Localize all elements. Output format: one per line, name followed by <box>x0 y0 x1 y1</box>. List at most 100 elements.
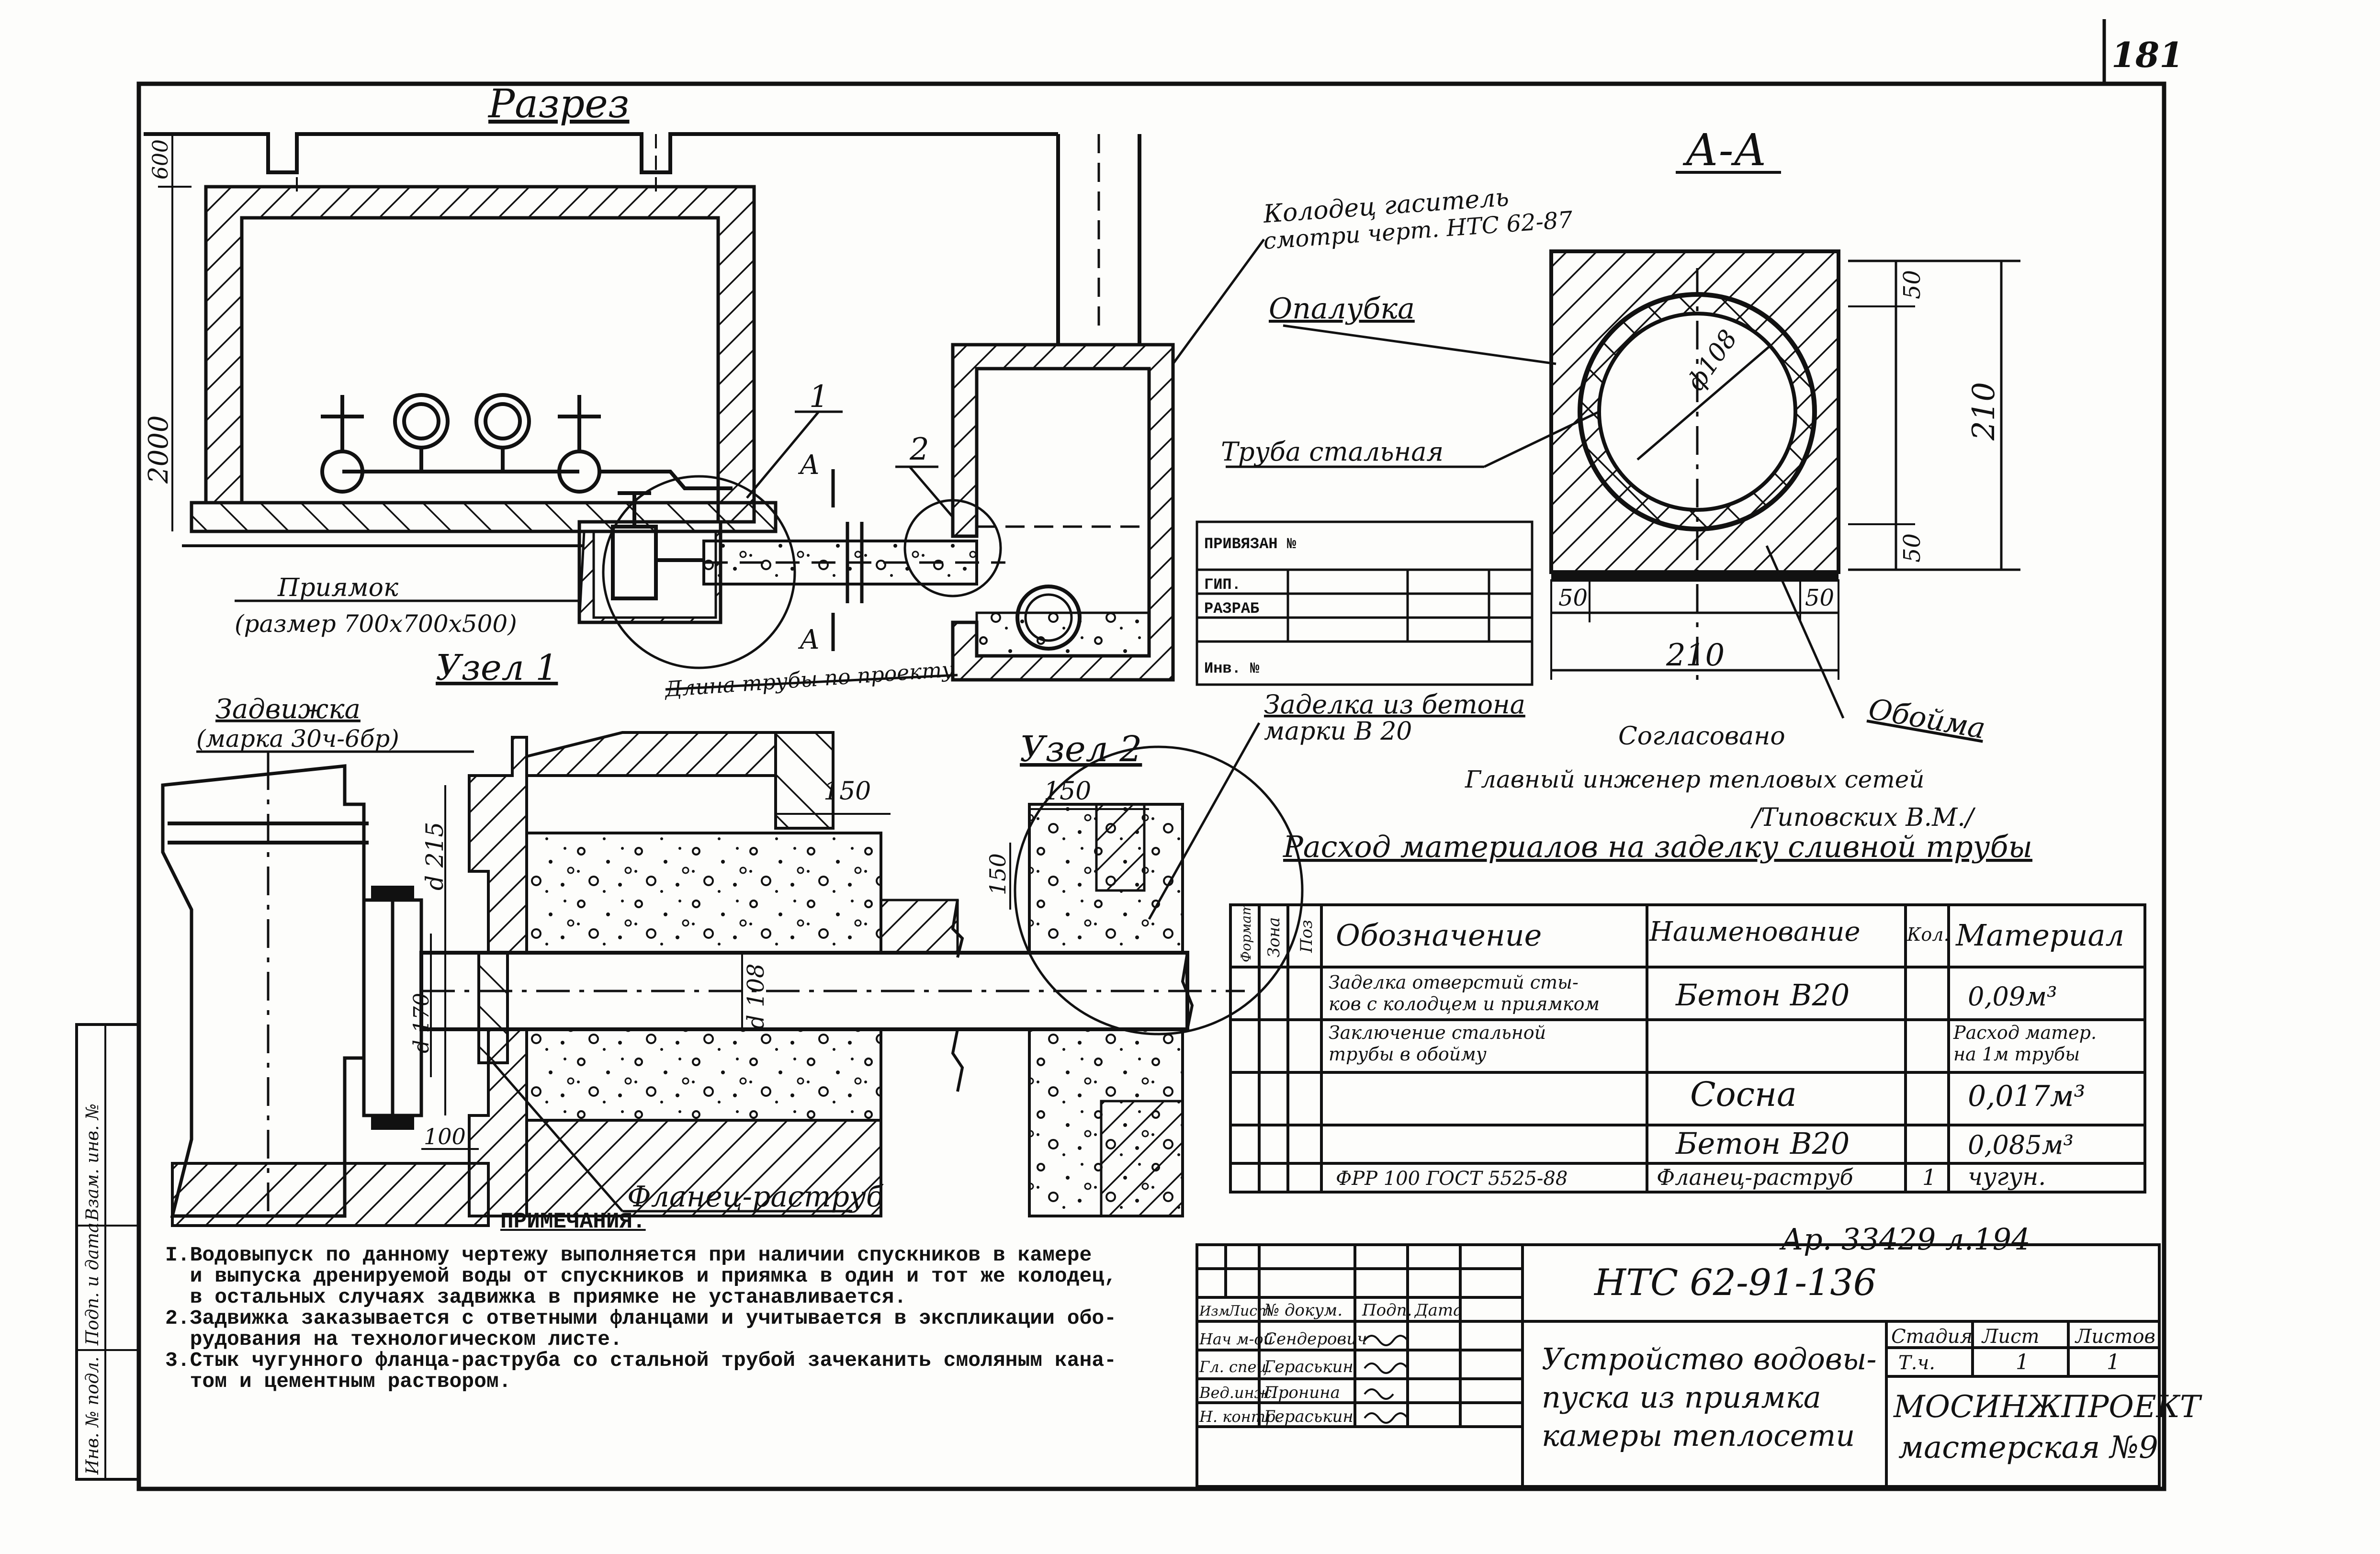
org-line-2: мастерская №9 <box>1898 1430 2158 1465</box>
note-line-6: 3.Стык чугунного фланца-раструба со стал… <box>165 1349 1117 1372</box>
row2-mat-1: Расход матер. <box>1953 1022 2097 1043</box>
section-mark-a-bottom: А <box>798 624 820 655</box>
dim-150-b: 150 <box>1044 777 1091 806</box>
note-line-5: рудования на технологическом листе. <box>165 1328 622 1351</box>
list-value: 1 <box>2016 1350 2029 1374</box>
gate-valve-priyamok <box>611 491 704 600</box>
person-2-name: Гераськин <box>1263 1357 1354 1376</box>
archive-note: Ар. 33429 л.194 <box>1779 1222 2030 1257</box>
row3-mat: 0,017м³ <box>1968 1080 2086 1113</box>
dim-d108: d 108 <box>743 963 769 1029</box>
dim-600: 600 <box>148 139 173 180</box>
aa-dim-50-left: 50 <box>1558 585 1588 611</box>
manifold-valves <box>320 393 733 494</box>
th-material: Материал <box>1955 918 2124 953</box>
callout-zadvizhka-1: Задвижка <box>215 694 361 725</box>
approval-block: Согласовано Главный инженер тепловых сет… <box>1465 722 1976 832</box>
approval-line-3: /Типовских В.М./ <box>1750 803 1976 832</box>
callout-flanets-rastrub: Фланец-раструб <box>627 1180 884 1214</box>
callout-dlina-truby: Длина трубы по проекту <box>663 657 955 702</box>
row2-mat-2: на 1м трубы <box>1953 1044 2080 1065</box>
th-oboznachenie: Обозначение <box>1336 918 1542 953</box>
section-aa: А-А ф108 50 50 210 50 50 210 Опалубка Тр… <box>1221 124 2020 746</box>
materials-title: Расход материалов на заделку сливной тру… <box>1283 829 2032 864</box>
callout-truba-stalnaya: Труба стальная <box>1221 437 1444 467</box>
note-line-3: в остальных случаях задвижка в приямке н… <box>165 1285 907 1309</box>
rev-h-dokum: № докум. <box>1263 1301 1342 1320</box>
callout-zadelka-2: марки В 20 <box>1264 717 1412 746</box>
row5-kol: 1 <box>1922 1164 1936 1190</box>
callout-obojma: Обойма <box>1866 692 1988 746</box>
callout-priyamok-1: Приямок <box>277 574 399 602</box>
dim-d170: d 170 <box>409 993 434 1053</box>
binding-table <box>1196 520 1534 686</box>
rev-h-data: Дата <box>1414 1301 1463 1320</box>
section-title-razrez: Разрез <box>487 81 630 127</box>
aa-dim-50-top: 50 <box>1899 270 1926 299</box>
title-code: НТС 62-91-136 <box>1593 1261 1876 1304</box>
row2-obozn-1: Заключение стальной <box>1329 1022 1546 1043</box>
aa-dim-210-horizontal: 210 <box>1666 638 1725 673</box>
detail-view: d 215 d 170 d 108 100 150 150 150 Задвиж… <box>161 689 1525 1227</box>
sheet-number: 181 <box>2111 34 2183 75</box>
leader-label-2: 2 <box>909 432 929 467</box>
stadiya-label: Стадия <box>1891 1326 1973 1348</box>
stadiya-value: Т.ч. <box>1898 1352 1935 1374</box>
row5-naim: Фланец-раструб <box>1657 1164 1853 1190</box>
callout-zadvizhka-2: (марка 30ч-6бр) <box>196 725 399 753</box>
uzel-1-label: Узел 1 <box>436 647 558 688</box>
binding-privyazan: ПРИВЯЗАН № <box>1204 535 1297 553</box>
note-line-1: I.Водовыпуск по данному чертежу выполняе… <box>165 1243 1092 1267</box>
org-line-1: МОСИНЖПРОЕКТ <box>1893 1389 2202 1425</box>
person-2-role: Гл. спец. <box>1199 1358 1272 1376</box>
note-line-4: 2.Задвижка заказывается с ответными флан… <box>165 1306 1117 1330</box>
approval-line-2: Главный инженер тепловых сетей <box>1465 766 1924 793</box>
dim-150-c: 150 <box>985 853 1011 895</box>
margin-inv-podl: Инв. № подл. <box>83 1357 102 1475</box>
aa-title: А-А <box>1682 124 1767 176</box>
row4-naim: Бетон В20 <box>1675 1126 1850 1161</box>
note-line-7: том и цементным раствором. <box>165 1370 511 1393</box>
row3-naim: Сосна <box>1690 1075 1797 1114</box>
callout-opalubka: Опалубка <box>1269 292 1415 326</box>
aa-dim-50-bottom: 50 <box>1899 533 1926 563</box>
dim-150-a: 150 <box>823 777 871 806</box>
uzel-2-label: Узел 2 <box>1020 729 1142 770</box>
rev-h-podp: Подп. <box>1362 1301 1412 1320</box>
binding-inv: Инв. № <box>1204 660 1260 677</box>
person-1-name: Сендерович <box>1264 1329 1367 1349</box>
approval-line-1: Согласовано <box>1618 722 1785 751</box>
person-4-name: Гераськин <box>1263 1407 1354 1426</box>
th-format: Формат <box>1238 903 1254 962</box>
callout-priyamok-2: (размер 700х700х500) <box>235 610 517 638</box>
row5-mat: чугун. <box>1968 1163 2046 1191</box>
row2-obozn-2: трубы в обойму <box>1329 1044 1487 1065</box>
notes-block: ПРИМЕЧАНИЯ. I.Водовыпуск по данному черт… <box>165 1211 1195 1393</box>
signatures <box>1364 1335 1409 1424</box>
title-line-3: камеры теплосети <box>1542 1418 1855 1453</box>
person-1-role: Нач м-ой <box>1199 1330 1273 1348</box>
binding-gip: ГИП. <box>1204 576 1241 594</box>
rev-h-izm: Изм <box>1199 1303 1229 1319</box>
row1-naim: Бетон В20 <box>1675 978 1850 1013</box>
th-kol: Кол. <box>1906 924 1950 945</box>
margin-vzam-inv: Взам. инв. № <box>83 1104 102 1221</box>
leader-label-1: 1 <box>809 379 829 415</box>
title-block <box>1196 1243 2161 1488</box>
th-zona: Зона <box>1264 917 1284 957</box>
listov-value: 1 <box>2107 1350 2120 1374</box>
margin-podp-data: Подп. и дата <box>83 1223 102 1346</box>
th-poz: Поз <box>1297 920 1316 953</box>
person-4-role: Н. контр. <box>1199 1408 1280 1426</box>
sheet-frame <box>136 19 2166 1491</box>
callout-zadelka-1: Заделка из бетона <box>1264 689 1525 720</box>
section-view: Разрез 600 2000 <box>143 81 1574 702</box>
materials-table: Расход материалов на заделку сливной тру… <box>1229 829 2146 1194</box>
person-3-name: Пронина <box>1263 1383 1340 1402</box>
row1-obozn-2: ков с колодцем и приямком <box>1329 993 1600 1014</box>
binding-razrab: РАЗРАБ <box>1204 600 1259 618</box>
list-label: Лист <box>1981 1326 2039 1348</box>
dim-100: 100 <box>424 1124 466 1149</box>
